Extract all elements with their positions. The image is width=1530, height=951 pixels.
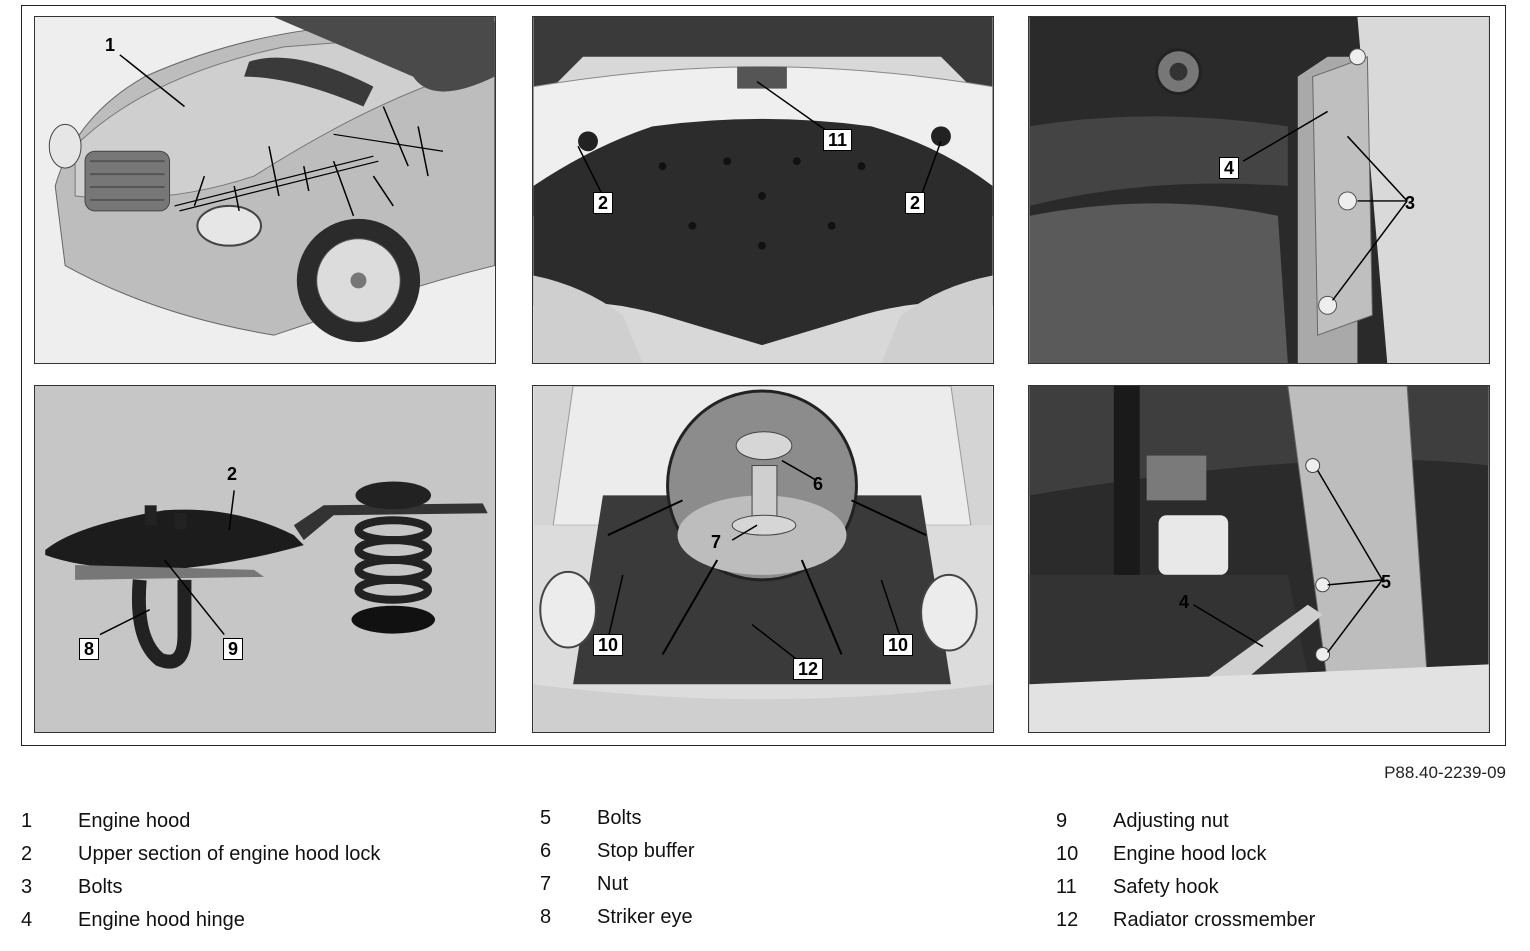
- callout-5: 5: [1381, 572, 1392, 592]
- callout-4-hinge-2: 4: [1179, 592, 1190, 612]
- panel-engine-compartment: 6 7 10 10 12: [532, 385, 994, 733]
- panel-hinge-bolts: 4 3: [1028, 16, 1490, 364]
- callout-8: 8: [79, 638, 100, 660]
- hinge-bolts-illustration: [1029, 17, 1489, 363]
- callout-3: 3: [1405, 193, 1416, 213]
- callout-7: 7: [711, 532, 722, 552]
- callout-1: 1: [105, 35, 116, 55]
- panel-hood-underside: 11 2 2: [532, 16, 994, 364]
- callout-2-right: 2: [905, 192, 926, 214]
- callout-2-left: 2: [593, 192, 614, 214]
- callout-4-hinge: 4: [1219, 157, 1240, 179]
- panel-lock-components: 2 8 9: [34, 385, 496, 733]
- hinge-bolts-5-illustration: [1029, 386, 1489, 732]
- callout-10-left: 10: [593, 634, 624, 656]
- figure-frame: 1 11 2 2: [21, 5, 1506, 746]
- callout-9: 9: [223, 638, 244, 660]
- lock-components-illustration: [35, 386, 495, 732]
- callout-12: 12: [793, 658, 824, 680]
- panel-car-hood: 1: [34, 16, 496, 364]
- panel-hinge-bolts-5: 4 5: [1028, 385, 1490, 733]
- callout-2-lock: 2: [227, 464, 238, 484]
- hood-underside-illustration: [533, 17, 993, 363]
- callout-10-right: 10: [883, 634, 914, 656]
- callout-6: 6: [813, 474, 824, 494]
- callout-11: 11: [823, 129, 853, 151]
- car-hood-illustration: [35, 17, 495, 363]
- figure-code: P88.40-2239-09: [1384, 763, 1506, 782]
- engine-compartment-illustration: [533, 386, 993, 732]
